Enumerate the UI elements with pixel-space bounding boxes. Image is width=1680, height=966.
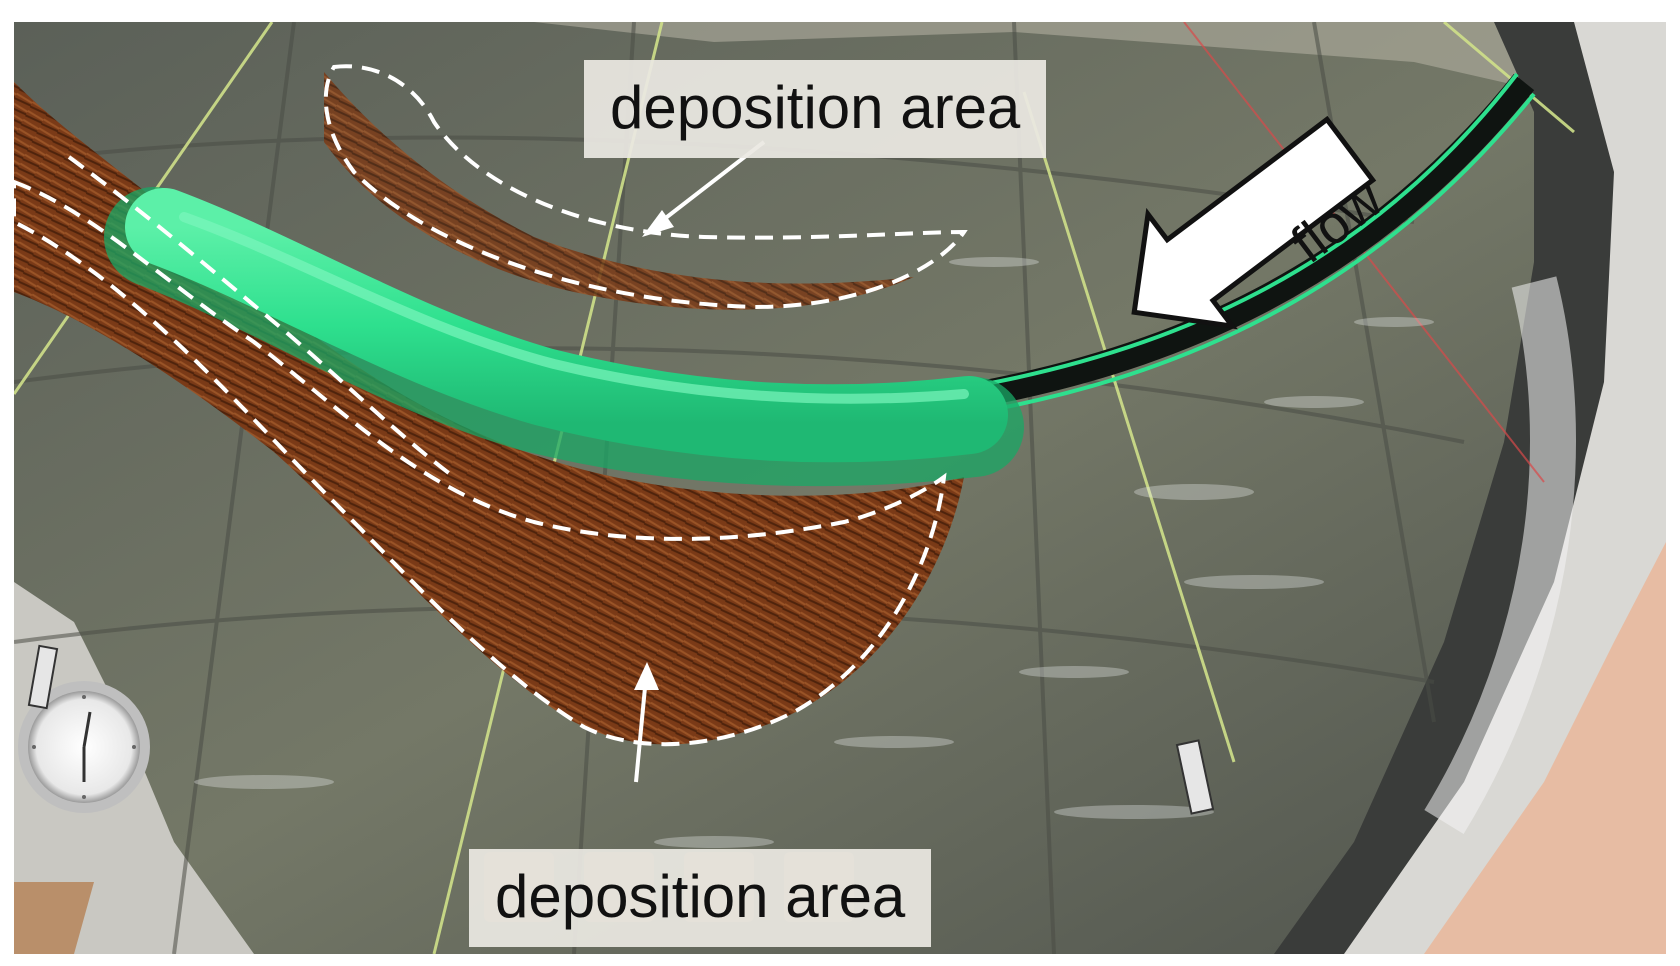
flow-arrow-icon <box>1131 115 1377 330</box>
photo-scene <box>14 22 1666 954</box>
sediment-upper <box>324 72 914 310</box>
deposition-area-label-bottom: deposition area <box>469 849 932 947</box>
deposition-outline-lower-b <box>67 155 456 479</box>
tank-wall-highlight <box>1424 276 1576 834</box>
deposition-outlines <box>14 64 968 747</box>
marker-tag-right <box>1175 739 1215 815</box>
tank-upper-wall <box>534 22 1634 112</box>
clock-gauge-icon <box>18 681 150 813</box>
marker-tag-left <box>27 644 59 710</box>
sediment-lower <box>14 82 964 745</box>
boom-tail-edge-bottom <box>968 92 1536 416</box>
experiment-photo: deposition area deposition area flow <box>14 22 1666 954</box>
deposition-outline-upper <box>323 64 968 310</box>
tank-rim-pink <box>1424 542 1666 954</box>
tank-left-corner <box>14 882 94 954</box>
deposition-area-label-top: deposition area <box>584 60 1047 158</box>
boom-highlight <box>179 212 969 404</box>
boom-tail-edge-top <box>963 72 1519 390</box>
boom-tail <box>961 73 1535 410</box>
water-sparkle <box>194 257 1434 848</box>
callout-arrow-bottom <box>634 662 659 783</box>
deposition-outline-lower-a <box>14 179 947 747</box>
oil-boom <box>125 188 1008 463</box>
